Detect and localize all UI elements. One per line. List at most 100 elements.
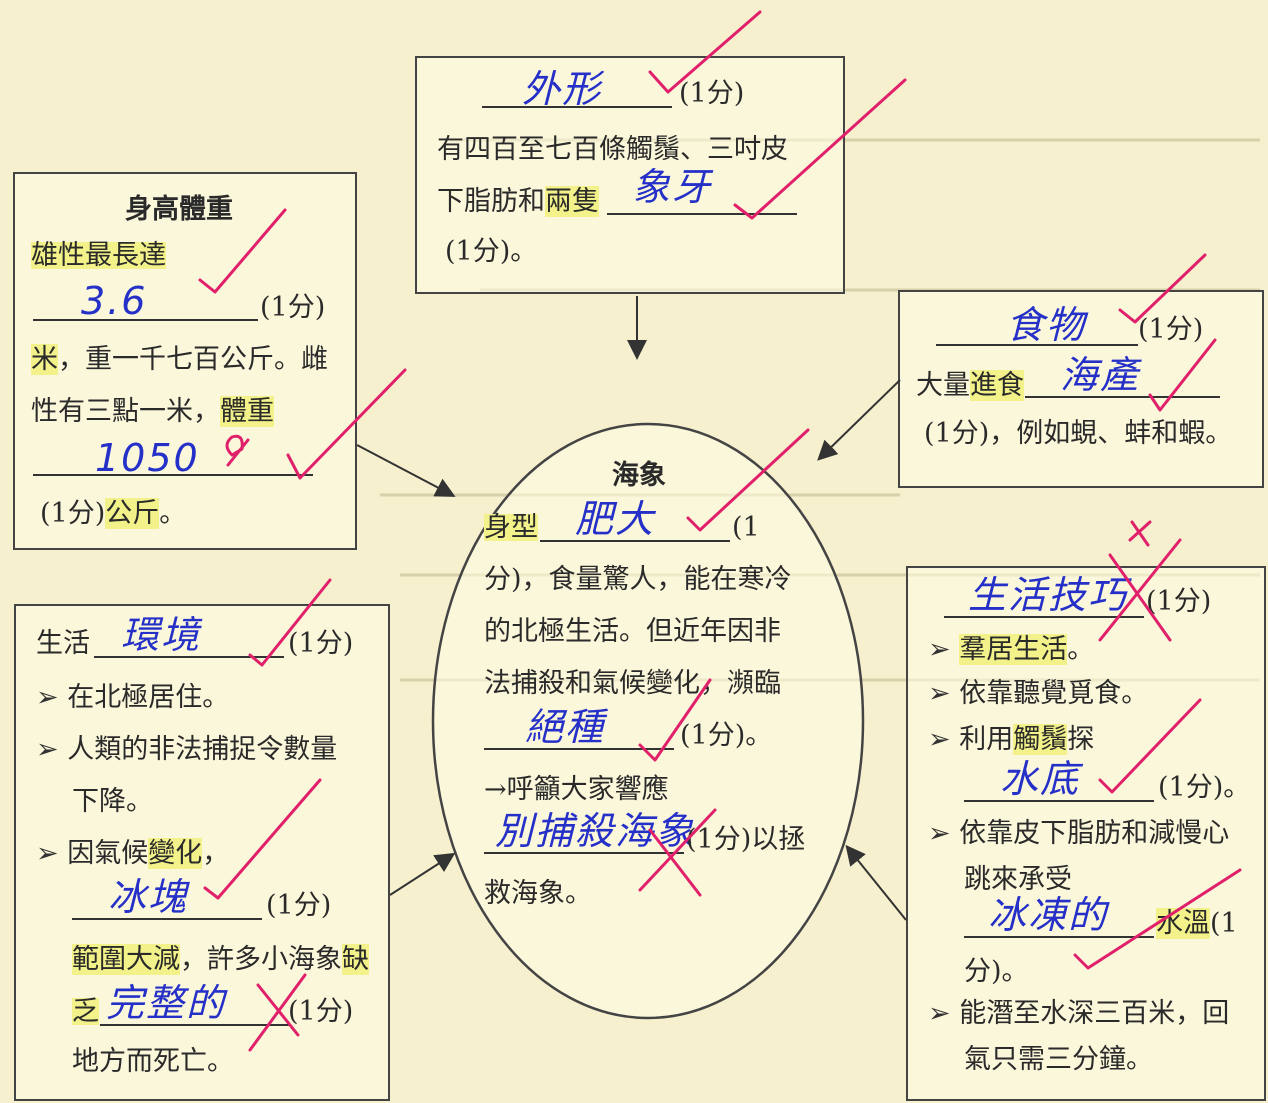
ice-answer: 冰塊: [108, 875, 189, 919]
tick-mark: [638, 678, 712, 762]
score-label: (1分): [1146, 586, 1212, 617]
arrow-right-bottom: [845, 844, 907, 921]
weight-line-2: 性有三點一米，體重: [31, 396, 274, 427]
tick-mark: [686, 428, 810, 532]
action-blank: [484, 852, 684, 854]
food-blank-2: [1025, 396, 1220, 398]
center-line-1-end: (1: [732, 512, 760, 543]
habitat-box: 生活 環境 (1分) ➢ 在北極居住。 ➢ 人類的非法捕捉令數量 下降。 ➢ 因…: [14, 604, 390, 1101]
extinct-blank: [484, 748, 674, 750]
score-label: (1分)。: [680, 720, 773, 751]
score-label: (1分)。: [1158, 772, 1251, 803]
habitat-bullet-2b: 下降。: [72, 786, 153, 817]
score-label: (1分): [679, 78, 745, 109]
skill-bullet-5: ➢ 能潛至水深三百米，回: [928, 998, 1230, 1029]
score-label: (1分): [1138, 314, 1204, 345]
tick-mark: [225, 434, 250, 467]
food-answer: 食物: [1006, 303, 1087, 347]
habitat-answer: 環境: [121, 613, 202, 657]
habitat-line-8: 範圍大減，許多小海象缺: [72, 944, 369, 975]
tusk-answer: 象牙: [632, 165, 713, 209]
cross-mark: [638, 808, 717, 897]
habitat-bullet-2: ➢ 人類的非法捕捉令數量: [36, 734, 338, 765]
skill-answer: 生活技巧: [968, 573, 1129, 617]
survival-skills-box: 生活技巧 (1分) ➢ 羣居生活。 ➢ 依靠聽覺覓食。 ➢ 利用觸鬚探 水底 (…: [906, 566, 1266, 1101]
tick-mark: [733, 78, 907, 220]
arrow-left-bottom: [389, 852, 456, 896]
center-line-3: 的北極生活。但近年因非: [484, 616, 781, 647]
height-answer: 3.6: [81, 279, 148, 323]
top-line-2: 下脂肪和兩隻: [437, 186, 599, 217]
skill-bullet-4: ➢ 依靠皮下脂肪和減慢心: [928, 818, 1230, 849]
tick-mark: [248, 578, 332, 667]
complete-blank: [100, 1024, 290, 1026]
arrow-right-top: [817, 379, 901, 461]
top-line-1: 有四百至七百條觸鬚、三吋皮: [437, 134, 788, 165]
body-blank: [540, 540, 730, 542]
water-answer: 水底: [1000, 757, 1081, 801]
center-line-4: 法捕殺和氣候變化，瀕臨: [484, 668, 781, 699]
score-label: (1分): [266, 890, 332, 921]
appearance-blank: [482, 106, 672, 108]
skill-bullet-5b: 氣只需三分鐘。: [964, 1044, 1153, 1075]
habitat-bullet-1: ➢ 在北極居住。: [36, 682, 230, 713]
height-blank: [33, 319, 258, 321]
top-line-3: (1分)。: [445, 236, 538, 267]
center-line-6: →呼籲大家響應: [484, 774, 669, 805]
body-type-label: 身型: [484, 512, 538, 543]
weight-answer: 1050: [95, 436, 200, 480]
complete-answer: 完整的: [106, 981, 227, 1025]
tick-mark: [648, 10, 762, 94]
tick-mark: [1098, 698, 1202, 794]
weight-line-1: 米，重一千七百公斤。雌: [31, 344, 328, 375]
arrow-left-top: [356, 444, 456, 497]
tick-mark: [286, 368, 407, 480]
center-line-7-end: (1分)以拯: [686, 824, 806, 855]
cross-mark: [248, 973, 307, 1052]
tick-mark: [1148, 338, 1217, 412]
skill-bullet-4b: 跳來承受: [964, 864, 1072, 895]
ice-blank: [72, 918, 262, 920]
appearance-answer: 外形: [522, 67, 603, 111]
score-label: (1分): [260, 292, 326, 323]
food-answer-2: 海產: [1060, 353, 1141, 397]
skill-bullet-1: ➢ 羣居生活。: [928, 634, 1095, 665]
score-label: (1分): [288, 628, 354, 659]
habitat-label: 生活: [36, 628, 90, 659]
food-box: 食物 (1分) 大量進食 海產 (1分)，例如蜆、蚌和蝦。: [898, 290, 1264, 488]
tick-mark: [1118, 253, 1207, 324]
box-title: 身高體重: [125, 194, 233, 225]
cold-answer: 冰凍的: [988, 893, 1109, 937]
tick-mark: [1073, 868, 1242, 970]
food-line-2: 大量進食: [916, 370, 1024, 401]
center-title: 海象: [612, 460, 666, 491]
male-length-label: 雄性最長達: [31, 240, 166, 271]
tick-mark: [203, 778, 322, 900]
cold-blank: [964, 936, 1154, 938]
tusk-blank: [607, 213, 797, 215]
weight-blank: [33, 474, 313, 476]
habitat-line-9: 乏: [72, 996, 99, 1027]
cross-mark: [1128, 520, 1152, 547]
skill-blank: [944, 616, 1144, 618]
tick-mark: [198, 208, 287, 294]
food-line-3: (1分)，例如蜆、蚌和蝦。: [924, 418, 1233, 449]
top-box: 外形 (1分) 有四百至七百條觸鬚、三吋皮 下脂肪和兩隻 象牙 (1分)。: [415, 56, 845, 294]
habitat-line-10: 地方而死亡。: [72, 1046, 234, 1077]
center-line-2: 分)，食量驚人，能在寒冷: [484, 564, 792, 595]
water-blank: [964, 800, 1154, 802]
skill-line-water-temp: 水溫(1: [1156, 908, 1238, 939]
weight-line-4: (1分)公斤。: [40, 498, 187, 529]
skill-bullet-2: ➢ 依靠聽覺覓食。: [928, 678, 1149, 709]
food-blank: [936, 344, 1138, 346]
cross-mark: [1098, 538, 1182, 642]
habitat-blank: [94, 656, 284, 658]
height-weight-box: 身高體重 雄性最長達 3.6 (1分) 米，重一千七百公斤。雌 性有三點一米，體…: [13, 172, 357, 550]
extinct-answer: 絕種: [525, 705, 606, 749]
skill-bullet-3: ➢ 利用觸鬚探: [928, 724, 1095, 755]
body-answer: 肥大: [575, 497, 656, 541]
skill-line-water-temp-end: 分)。: [964, 956, 1029, 987]
habitat-bullet-3: ➢ 因氣候變化，: [36, 838, 230, 869]
